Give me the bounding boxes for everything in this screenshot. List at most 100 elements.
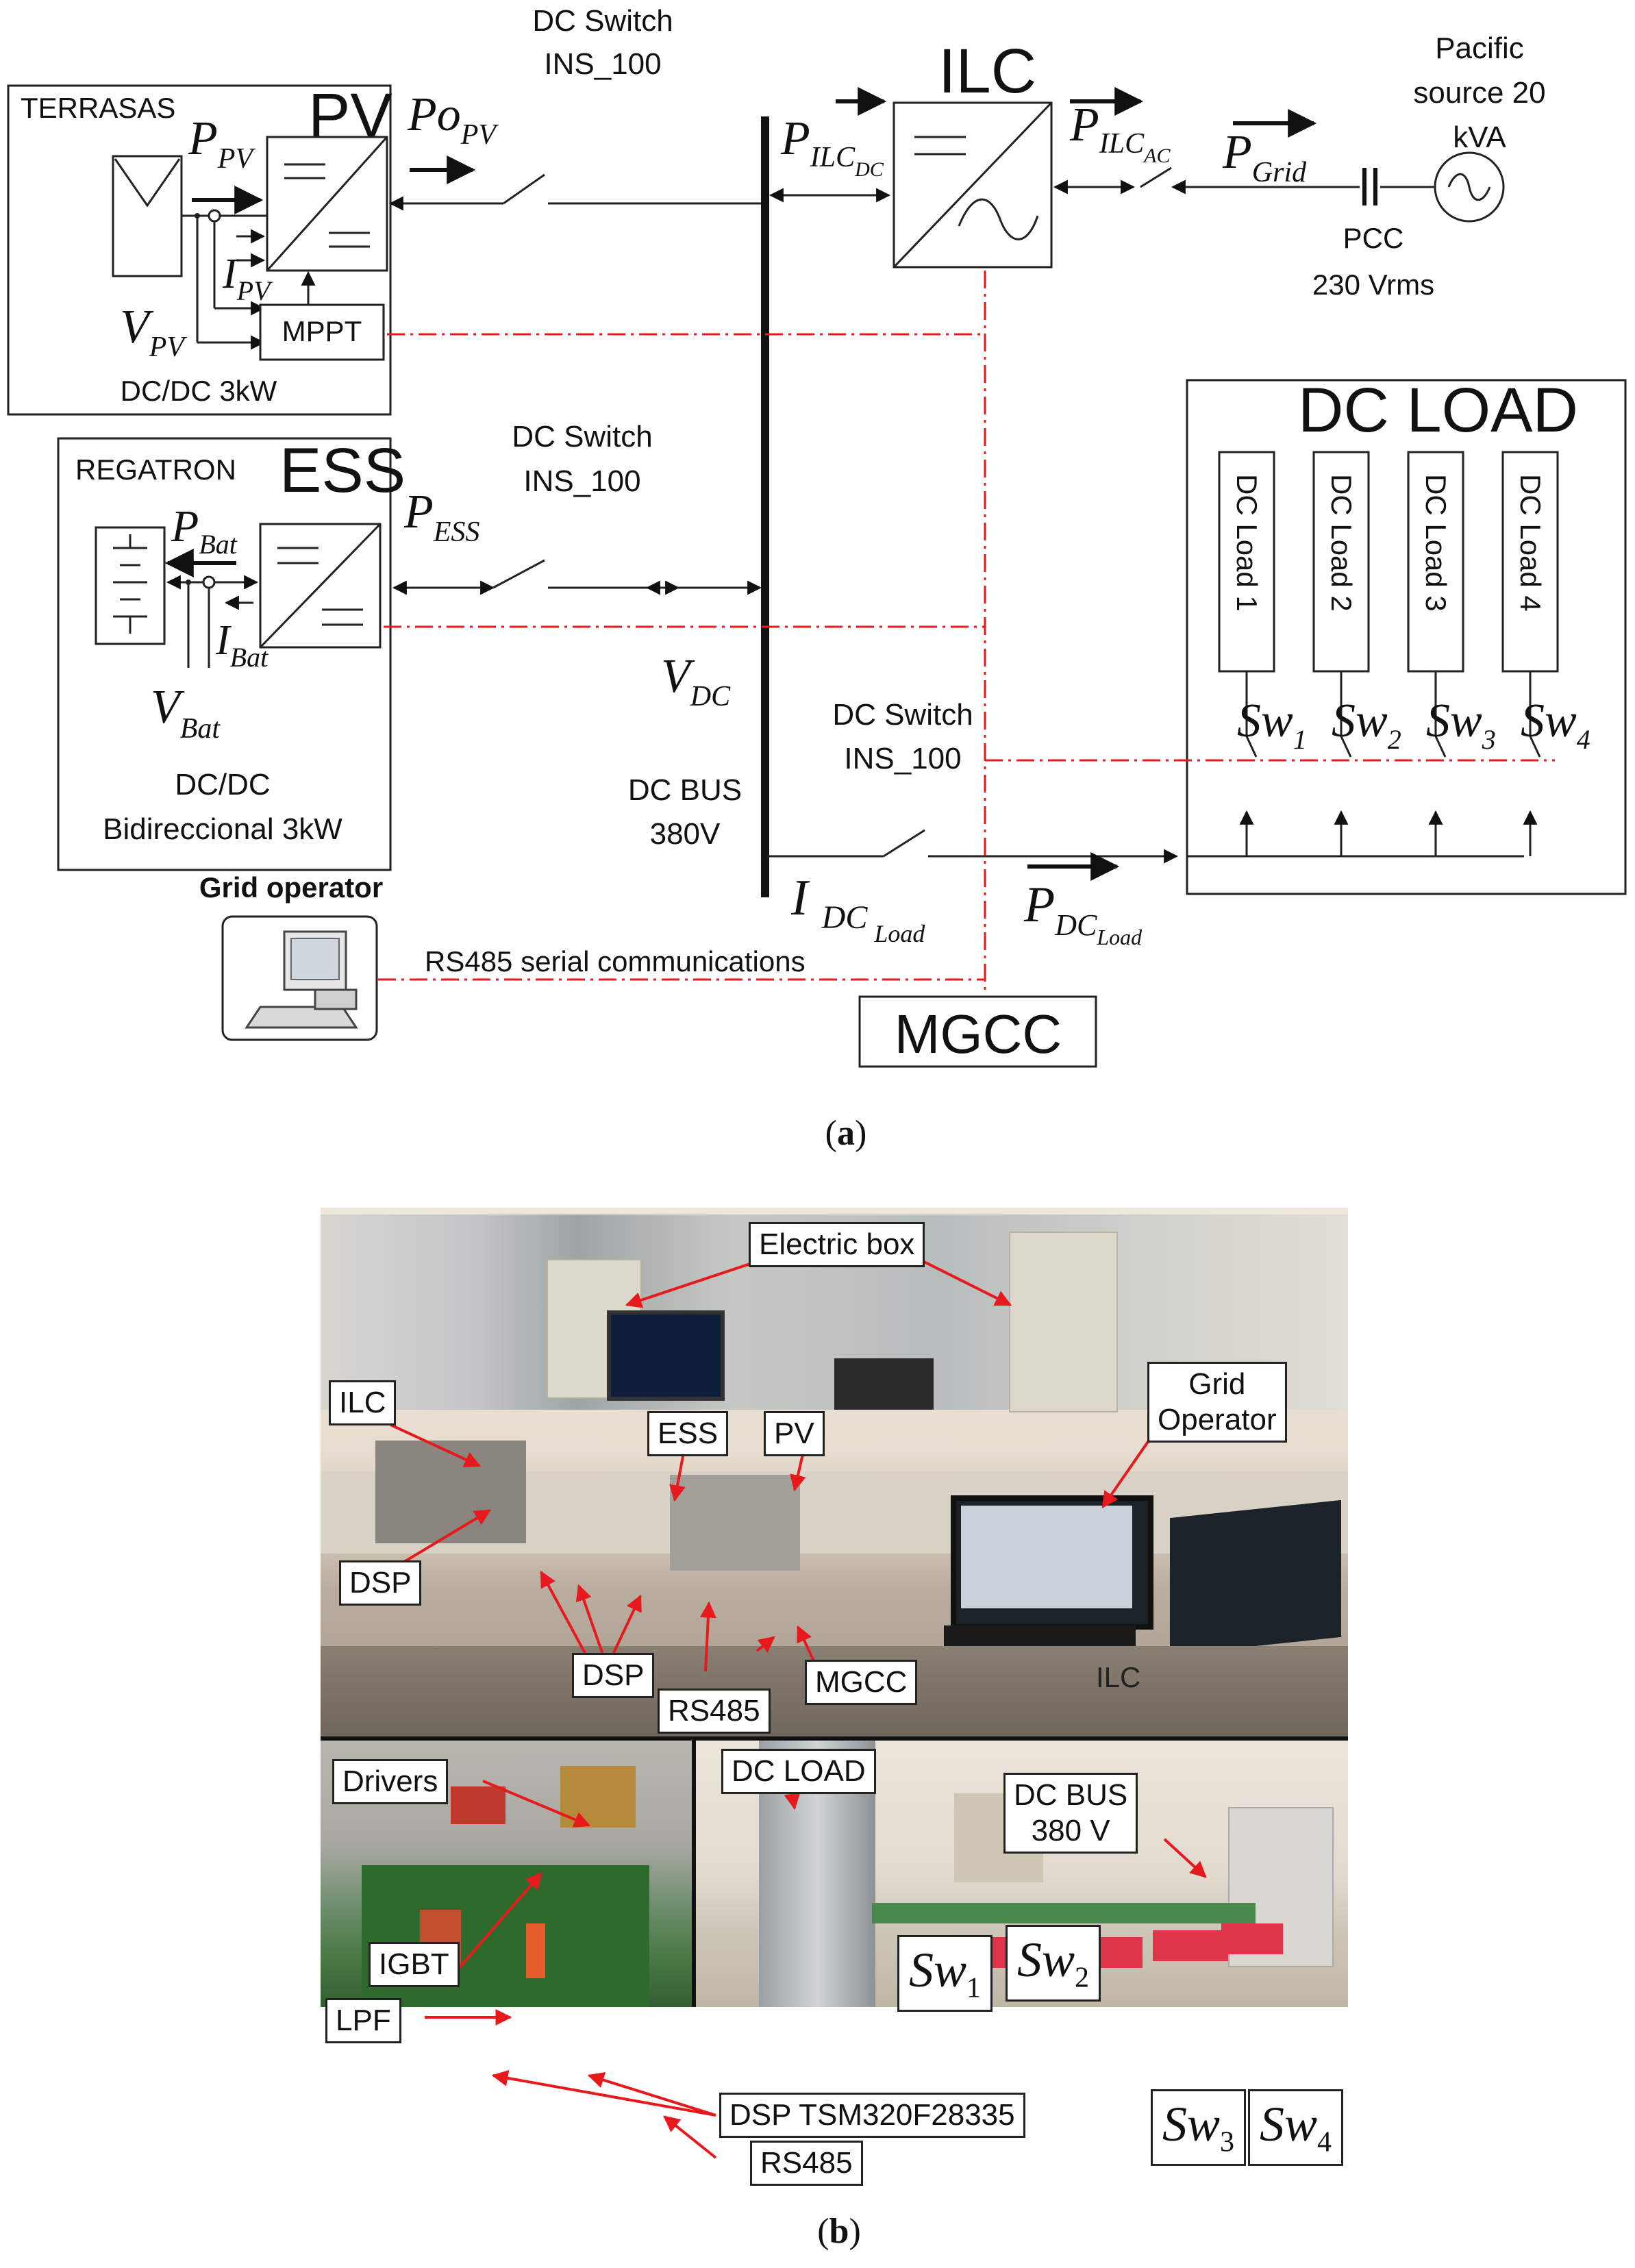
- callout-sw3-sym: Sw: [1162, 2097, 1221, 2152]
- dc-bus-label-line1: DC BUS: [628, 773, 742, 807]
- callout-dsp-left: DSP: [339, 1560, 422, 1606]
- dc-load-1-label: DC Load 1: [1231, 474, 1263, 612]
- dc-load-title: DC LOAD: [1298, 375, 1578, 445]
- dc-bus-label-line2: 380V: [650, 817, 721, 851]
- callout-sw1-sym: Sw: [909, 1943, 967, 1997]
- v-pv-label: VPV: [120, 301, 187, 363]
- callout-dsp-chip: DSP TSM320F28335: [719, 2093, 1025, 2138]
- callout-mgcc: MGCC: [805, 1660, 918, 1705]
- p-ilc-dc-label: PILCDC: [780, 112, 884, 181]
- callout-sw1-sub: 1: [966, 1972, 982, 2004]
- ess-maker-label: REGATRON: [75, 453, 236, 486]
- p-ilc-ac-label: PILCAC: [1069, 99, 1171, 167]
- mppt-label: MPPT: [282, 315, 362, 347]
- ess-block: [57, 437, 392, 871]
- dc-load-4-label: DC Load 4: [1514, 474, 1547, 612]
- sw-3-label: Sw3: [1426, 695, 1496, 755]
- p-pv-label: PPV: [188, 112, 255, 175]
- dc-load-3-box: [1407, 451, 1464, 673]
- rs485-label: RS485 serial communications: [425, 945, 806, 977]
- battery-icon: [95, 526, 166, 645]
- grid-operator-label: Grid operator: [199, 871, 383, 904]
- pcc-point: [1362, 168, 1435, 205]
- dc-load-2-switch: [1340, 736, 1352, 758]
- po-pv-label: PoPV: [407, 88, 499, 151]
- dc-switch-1-line1: DC Switch: [532, 4, 673, 38]
- photo-divider-vertical: [692, 1739, 696, 2007]
- i-pv-label: IPV: [222, 251, 273, 306]
- dc-load-4-switch: [1529, 736, 1541, 758]
- v-bat-label: VBat: [151, 681, 221, 745]
- pv-block: [7, 84, 392, 416]
- dc-switch-1-line2: INS_100: [544, 47, 661, 81]
- ess-converter-line1: DC/DC: [175, 768, 270, 801]
- caption-a: (a): [825, 1114, 867, 1153]
- mppt-box: [259, 303, 385, 361]
- callout-dsp-center: DSP: [572, 1653, 655, 1698]
- ess-converter-line2: Bidireccional 3kW: [103, 812, 342, 846]
- callout-grid-operator-line1: Grid: [1188, 1367, 1246, 1401]
- photo-top-lab: [321, 1208, 1348, 1739]
- dc-load-3-switch: [1434, 736, 1447, 758]
- dc-switch-pv: [503, 173, 545, 205]
- pv-dcdc-converter: [266, 136, 388, 272]
- photo-divider-horizontal: [321, 1736, 1348, 1741]
- sw-1-label: Sw1: [1237, 695, 1307, 755]
- grid-source-line2: source 20: [1413, 76, 1545, 110]
- dc-switch-2-line1: DC Switch: [512, 420, 652, 453]
- p-ess-label: PESS: [403, 486, 479, 548]
- callout-sw2-sym: Sw: [1017, 1932, 1075, 1987]
- grid-source-line3: kVA: [1453, 121, 1506, 154]
- callout-drivers: Drivers: [332, 1759, 449, 1804]
- callout-rs485-bottom: RS485: [750, 2141, 863, 2186]
- callout-ess: ESS: [647, 1411, 729, 1456]
- pv-converter-rating: DC/DC 3kW: [121, 375, 277, 407]
- schematic-diagram: TERRASAS PV MPPT PPV IPV VPV DC/DC 3kW P…: [7, 4, 1627, 1068]
- callout-rs485-top: RS485: [658, 1688, 771, 1734]
- mgcc-box: [858, 995, 1097, 1068]
- callout-igbt: IGBT: [369, 1942, 460, 1987]
- ac-source-icon: [1434, 151, 1505, 223]
- callout-sw3: Sw3: [1151, 2089, 1247, 2166]
- sw-2-label: Sw2: [1332, 695, 1401, 755]
- callout-grid-operator-line2: Operator: [1158, 1402, 1277, 1436]
- sw-4-label: Sw4: [1521, 695, 1590, 755]
- ilc-inverter: [893, 101, 1053, 269]
- dc-load-1-switch: [1245, 736, 1258, 758]
- stray-ilc-text: ILC: [1096, 1661, 1141, 1693]
- dc-switch-3-line1: DC Switch: [832, 698, 973, 732]
- callout-sw4: Sw4: [1248, 2089, 1344, 2166]
- callout-lpf: LPF: [325, 1998, 401, 2043]
- i-bat-label: IBat: [215, 617, 269, 673]
- ess-title: ESS: [279, 436, 405, 506]
- callout-sw4-sym: Sw: [1260, 2097, 1318, 2152]
- callout-sw4-sub: 4: [1317, 2126, 1332, 2158]
- callout-pv: PV: [764, 1411, 825, 1456]
- ess-dcdc-converter: [259, 523, 382, 649]
- callout-dc-bus-line2: 380 V: [1031, 1813, 1110, 1847]
- callout-dc-load: DC LOAD: [721, 1749, 876, 1794]
- dc-switch-3-line2: INS_100: [844, 742, 961, 775]
- pv-panel-icon: [112, 155, 183, 277]
- callout-ilc: ILC: [329, 1380, 397, 1425]
- mgcc-label: MGCC: [895, 1004, 1062, 1064]
- callout-dc-bus-line1: DC BUS: [1014, 1778, 1128, 1812]
- computer-icon: [221, 915, 378, 1041]
- pcc-voltage-label: 230 Vrms: [1312, 269, 1434, 301]
- dc-load-2-box: [1312, 451, 1370, 673]
- dc-load-1-box: [1218, 451, 1275, 673]
- p-grid-label: PGrid: [1222, 126, 1307, 188]
- callout-sw2: Sw2: [1006, 1925, 1101, 2002]
- callout-electric-box: Electric box: [749, 1222, 925, 1267]
- dc-switch-2-line2: INS_100: [523, 464, 640, 498]
- p-dc-load-label: PDCLoad: [1023, 877, 1143, 949]
- pv-location-label: TERRASAS: [21, 92, 175, 124]
- ilc-title: ILC: [938, 36, 1036, 106]
- callout-sw1: Sw1: [897, 1935, 993, 2012]
- p-bat-label: PBat: [171, 501, 238, 560]
- communication-lines: [378, 271, 1555, 993]
